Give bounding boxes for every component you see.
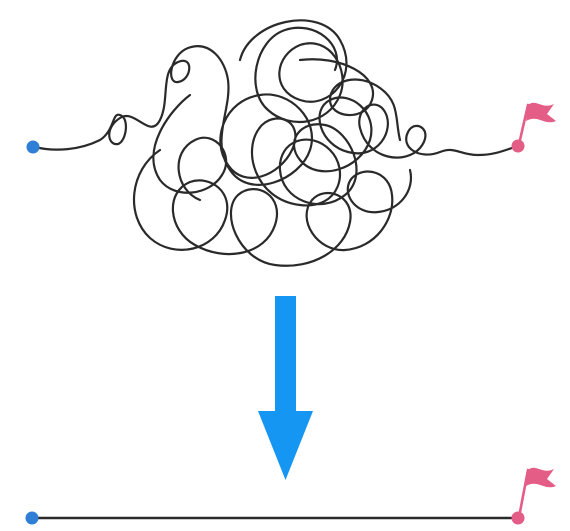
tangled-path-line [33,45,520,207]
end-dot-icon [511,511,525,525]
tangled-path-loops-upper [152,19,402,202]
tangled-path-loops-lower [132,148,413,267]
start-dot-icon [25,511,39,525]
straight-path-group [25,467,556,525]
arrow-down-icon [258,296,313,480]
end-dot-icon [511,139,525,153]
flag-icon [518,467,556,514]
tangled-path-group [26,19,556,267]
flag-icon [518,102,556,142]
start-dot-icon [26,140,40,154]
